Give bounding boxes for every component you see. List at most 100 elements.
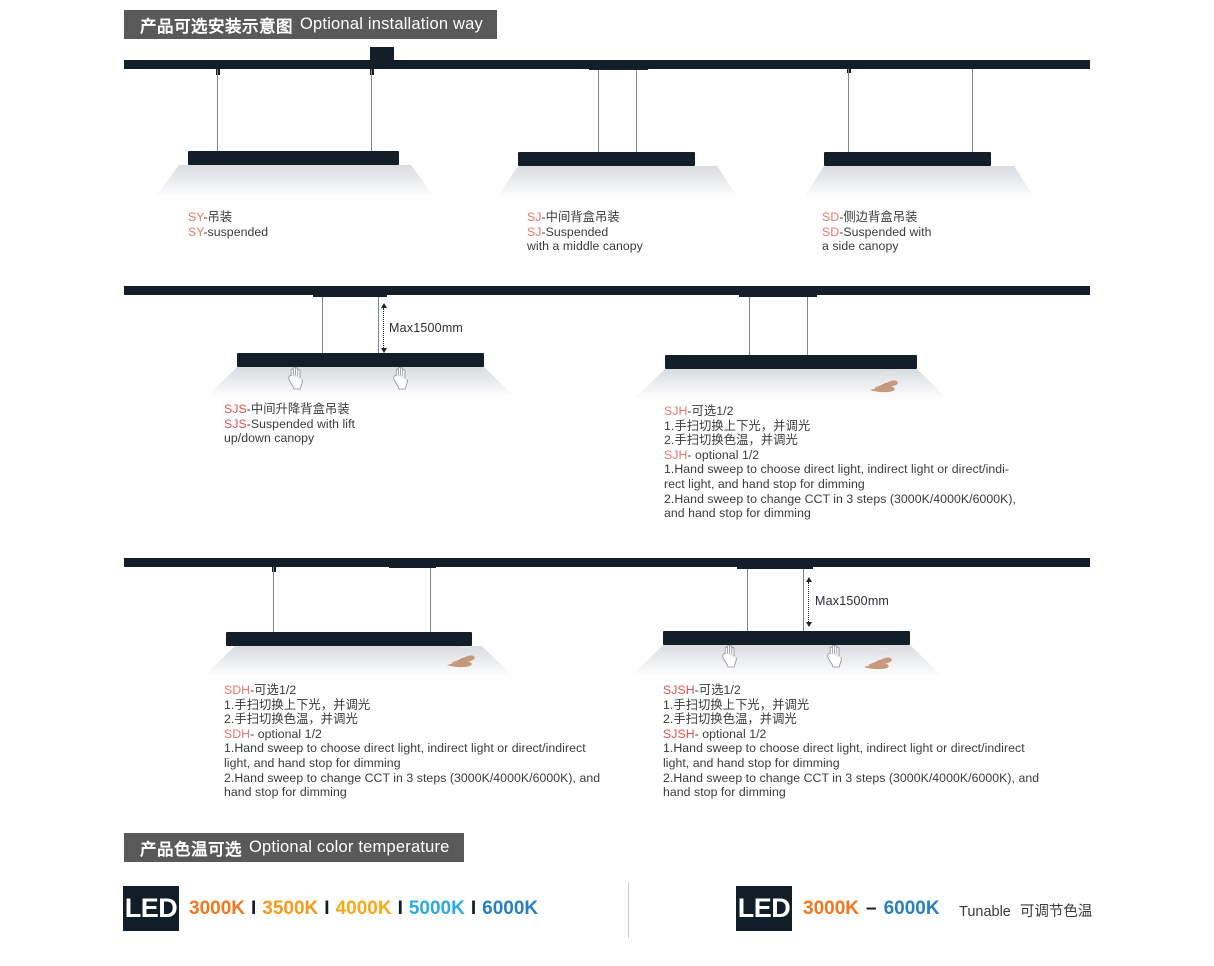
- caption-line: light, and hand stop for dimming: [663, 755, 840, 770]
- caption-line: SJH-可选1/2: [664, 404, 734, 418]
- caption-line: 1.手扫切换上下光，并调光: [663, 697, 810, 712]
- cct-separator: I: [397, 898, 403, 919]
- section-header-cct-en: Optional color temperature: [249, 838, 450, 856]
- product-code: SJS: [224, 402, 247, 416]
- caption-line: 2.Hand sweep to change CCT in 3 steps (3…: [224, 770, 601, 785]
- sy-light-cone: [155, 165, 435, 198]
- tunable-label-en: Tunable: [959, 904, 1011, 920]
- sjsh-lift-canopy: [737, 558, 813, 569]
- sjs-wire-left: [322, 297, 323, 354]
- tunable-label: Tunable 可调节色温: [959, 900, 1092, 921]
- sjs-wire-right: [378, 297, 379, 354]
- sjsh-dimension-label: Max1500mm: [815, 594, 890, 608]
- sd-wire-right: [972, 69, 973, 152]
- led-badge-left: LED: [123, 886, 179, 931]
- cct-value: 5000K: [408, 898, 465, 919]
- cct-separator: I: [251, 898, 257, 919]
- caption-line: and hand stop for dimming: [664, 506, 811, 521]
- product-code: SJ: [527, 224, 542, 239]
- product-code: SDH: [224, 683, 251, 697]
- cct-range: 3000K–6000K: [803, 898, 940, 920]
- product-code: SY: [188, 210, 204, 224]
- product-code: SD: [822, 224, 840, 239]
- caption-line: hand stop for dimming: [224, 785, 347, 800]
- cct-value: 3500K: [262, 898, 319, 919]
- caption-line: 1.手扫切换上下光，并调光: [664, 418, 811, 433]
- caption-line: SJ-Suspended: [527, 224, 609, 239]
- caption-line: up/down canopy: [224, 431, 315, 446]
- product-code: SJS: [224, 416, 247, 431]
- sdh-wire-left: [273, 567, 274, 632]
- hand-outline-icon-sjsh-left: [722, 644, 738, 673]
- sdh-side-canopy: [389, 558, 436, 568]
- caption-line: 2.手扫切换色温，并调光: [224, 712, 358, 727]
- caption-line: 2.手扫切换色温，并调光: [663, 712, 797, 727]
- sd-fixture: [824, 152, 991, 166]
- sd-wire-cap-left: [847, 68, 851, 73]
- sjsh-dimension-line: [806, 577, 812, 627]
- hand-outline-icon-left: [288, 366, 304, 395]
- caption-line: SJH- optional 1/2: [664, 447, 760, 462]
- section-divider: [628, 882, 629, 938]
- cct-value: 3000K: [189, 898, 245, 919]
- section-header-installation-en: Optional installation way: [300, 15, 483, 33]
- caption-line: 1.Hand sweep to choose direct light, ind…: [664, 462, 1010, 477]
- sj-light-cone: [496, 166, 739, 199]
- caption-line: SJSH- optional 1/2: [663, 726, 767, 741]
- cct-range-to: 6000K: [883, 898, 940, 919]
- section-header-cct-cn: 产品色温可选: [140, 840, 242, 859]
- product-code: SJH: [664, 404, 688, 418]
- sy-wire-left: [217, 69, 218, 152]
- cct-separator: I: [324, 898, 330, 919]
- sjsh-wire-right: [803, 569, 804, 631]
- sj-fixture: [518, 152, 695, 166]
- section-header-installation: 产品可选安装示意图 Optional installation way: [124, 10, 497, 39]
- sd-side-canopy: [961, 60, 982, 69]
- sjh-middle-canopy: [739, 286, 817, 297]
- caption-line: a side canopy: [822, 239, 899, 254]
- product-code: SDH: [224, 726, 251, 741]
- hand-sweep-icon-sjsh: [856, 647, 900, 678]
- product-code: SJSH: [663, 683, 695, 697]
- sjs-fixture: [237, 353, 484, 367]
- product-code: SJSH: [663, 726, 695, 741]
- caption-line: 2.Hand sweep to change CCT in 3 steps (3…: [663, 770, 1040, 785]
- sdh-fixture: [226, 632, 472, 646]
- caption-line: hand stop for dimming: [663, 785, 786, 800]
- product-code: SJH: [664, 447, 688, 462]
- caption-line: 1.Hand sweep to choose direct light, ind…: [663, 741, 1025, 756]
- sjs-dimension-label: Max1500mm: [389, 321, 464, 335]
- caption-line: rect light, and hand stop for dimming: [664, 476, 865, 491]
- led-badge-left-label: LED: [124, 893, 178, 923]
- caption-line: SDH- optional 1/2: [224, 726, 322, 741]
- hand-outline-icon-sjsh-right: [827, 644, 843, 673]
- sy-wire-cap-right: [370, 68, 374, 75]
- sj-middle-canopy: [589, 60, 648, 70]
- sjsh-fixture: [663, 631, 910, 645]
- caption-line: 1.手扫切换上下光，并调光: [224, 697, 371, 712]
- sjs-light-cone: [205, 367, 516, 398]
- sy-wire-right: [371, 69, 372, 152]
- cct-separator: I: [470, 898, 477, 919]
- sy-fixture: [188, 151, 399, 165]
- caption-line: SDH-可选1/2: [224, 683, 297, 697]
- cct-range-dash: –: [866, 898, 877, 919]
- product-code: SY: [188, 224, 204, 239]
- hand-outline-icon-right: [393, 366, 409, 395]
- cct-value: 6000K: [482, 898, 539, 919]
- sdh-wire-cap-right: [272, 566, 276, 572]
- sy-wire-cap-left: [216, 68, 220, 75]
- cct-value: 4000K: [335, 898, 392, 919]
- caption-line: SY-吊装: [188, 210, 233, 224]
- sdh-wire-right: [430, 568, 431, 632]
- sjs-dimension-line: [381, 303, 387, 353]
- caption-line: SJS-Suspended with lift: [224, 416, 356, 431]
- sjsh-wire-left: [747, 569, 748, 631]
- sjh-wire-right: [807, 297, 808, 355]
